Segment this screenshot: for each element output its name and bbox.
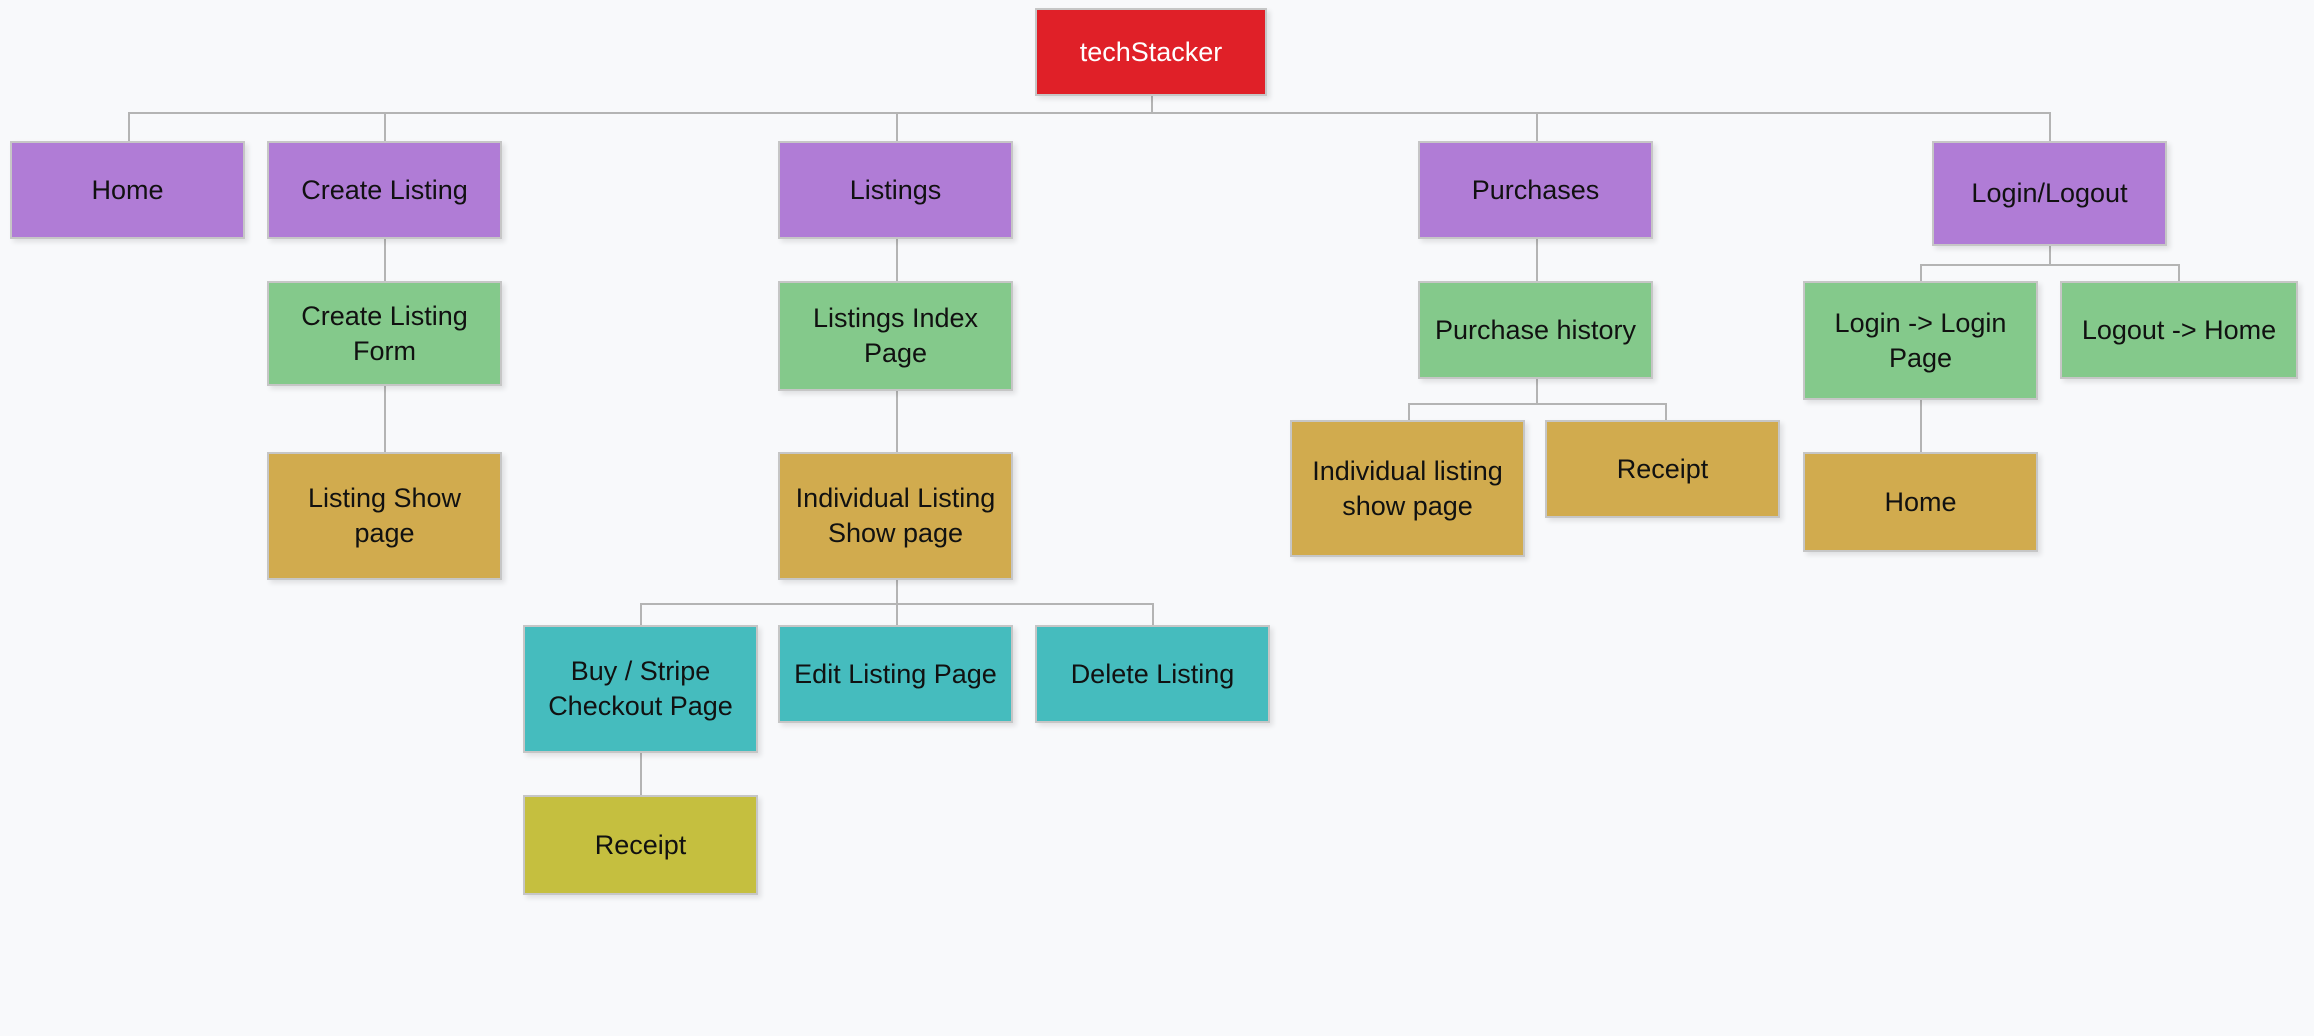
connector-indiv-bus-l bbox=[640, 603, 642, 627]
connector-bus-to-home bbox=[128, 112, 130, 143]
connector-history-drop bbox=[1536, 379, 1538, 403]
node-label: Listings bbox=[849, 174, 942, 205]
connector-listings-to-index bbox=[896, 239, 898, 283]
connector-root-bus bbox=[128, 112, 2050, 114]
node-label: Login -> Login Page bbox=[1834, 307, 2007, 373]
connector-bus-to-listings bbox=[896, 112, 898, 143]
node-create-listing[interactable]: Create Listing bbox=[267, 141, 502, 239]
node-purchase-history[interactable]: Purchase history bbox=[1418, 281, 1653, 379]
connector-index-to-individual bbox=[896, 391, 898, 454]
connector-login-drop bbox=[2049, 246, 2051, 264]
node-label: Receipt bbox=[594, 829, 687, 860]
connector-history-bus bbox=[1408, 403, 1667, 405]
node-label: Delete Listing bbox=[1070, 658, 1235, 689]
node-label: Login/Logout bbox=[1971, 178, 2128, 209]
node-buy-stripe[interactable]: Buy / Stripe Checkout Page bbox=[523, 625, 758, 753]
connector-indiv-bus-m bbox=[896, 603, 898, 627]
node-home[interactable]: Home bbox=[10, 141, 245, 239]
connector-bus-to-login bbox=[2049, 112, 2051, 143]
node-label: Create Listing bbox=[301, 174, 468, 205]
node-label: techStacker bbox=[1079, 36, 1223, 67]
connector-history-bus-r bbox=[1665, 403, 1667, 422]
node-purchases-individual[interactable]: Individual listing show page bbox=[1290, 420, 1525, 557]
node-label: Listings Index Page bbox=[812, 303, 979, 368]
connector-purch-to-history bbox=[1536, 239, 1538, 283]
node-login-to-login-page[interactable]: Login -> Login Page bbox=[1803, 281, 2038, 400]
connector-root-drop bbox=[1151, 96, 1153, 114]
node-login-home[interactable]: Home bbox=[1803, 452, 2038, 552]
connector-form-to-show bbox=[384, 386, 386, 454]
node-listings-index[interactable]: Listings Index Page bbox=[778, 281, 1013, 391]
node-label: Individual Listing Show page bbox=[795, 483, 996, 548]
connector-login-page-to-home bbox=[1920, 400, 1922, 454]
node-label: Receipt bbox=[1616, 453, 1709, 484]
node-label: Individual listing show page bbox=[1312, 455, 1503, 521]
connector-indiv-drop bbox=[896, 580, 898, 603]
node-label: Listing Show page bbox=[307, 483, 462, 548]
connector-create-to-form bbox=[384, 239, 386, 283]
node-create-listing-form[interactable]: Create Listing Form bbox=[267, 281, 502, 386]
node-individual-listing-show[interactable]: Individual Listing Show page bbox=[778, 452, 1013, 580]
node-label: Create Listing Form bbox=[301, 300, 468, 366]
node-label: Home bbox=[91, 174, 164, 205]
connector-indiv-bus-r bbox=[1152, 603, 1154, 627]
node-label: Home bbox=[1884, 486, 1957, 517]
connector-buy-to-receipt bbox=[640, 753, 642, 797]
node-delete-listing[interactable]: Delete Listing bbox=[1035, 625, 1270, 723]
connector-login-bus bbox=[1920, 264, 2179, 266]
node-label: Buy / Stripe Checkout Page bbox=[548, 656, 733, 721]
node-root[interactable]: techStacker bbox=[1035, 8, 1267, 96]
node-purchases-receipt[interactable]: Receipt bbox=[1545, 420, 1780, 518]
connector-bus-to-create bbox=[384, 112, 386, 143]
node-purchases[interactable]: Purchases bbox=[1418, 141, 1653, 239]
node-edit-listing[interactable]: Edit Listing Page bbox=[778, 625, 1013, 723]
node-checkout-receipt[interactable]: Receipt bbox=[523, 795, 758, 895]
connector-login-bus-l bbox=[1920, 264, 1922, 283]
node-listings[interactable]: Listings bbox=[778, 141, 1013, 239]
node-label: Purchases bbox=[1471, 174, 1600, 205]
node-label: Edit Listing Page bbox=[794, 658, 997, 689]
node-label: Logout -> Home bbox=[2081, 314, 2277, 345]
node-label: Purchase history bbox=[1434, 314, 1637, 345]
node-logout-to-home[interactable]: Logout -> Home bbox=[2060, 281, 2298, 379]
node-listing-show-page[interactable]: Listing Show page bbox=[267, 452, 502, 580]
connector-history-bus-l bbox=[1408, 403, 1410, 422]
connector-bus-to-purch bbox=[1536, 112, 1538, 143]
connector-login-bus-r bbox=[2178, 264, 2180, 283]
node-login-logout[interactable]: Login/Logout bbox=[1932, 141, 2167, 246]
